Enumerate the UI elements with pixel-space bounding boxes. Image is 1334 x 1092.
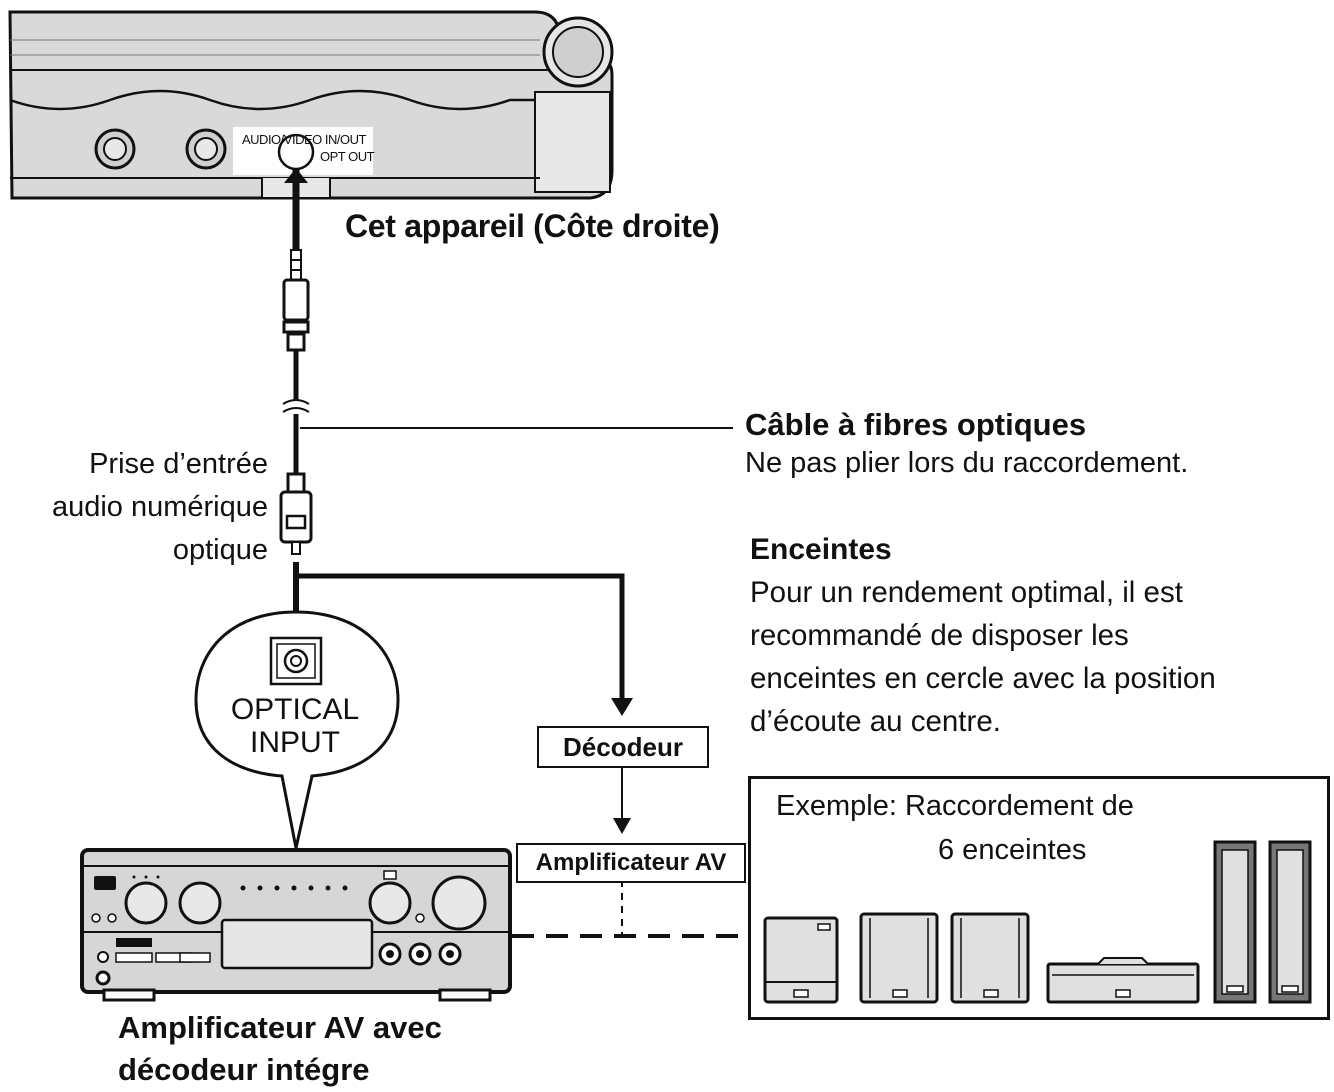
bubble-text-optical: OPTICAL [230,693,360,726]
decoder-box: Décodeur [537,726,709,768]
speakers-text-line-2: recommandé de disposer les [750,619,1129,652]
example-text-line-2: 6 enceintes [938,834,1087,866]
example-box [748,776,1330,1020]
amplifier-box-label: Amplificateur AV [535,849,727,876]
jack-label-line-1: Prise d’entrée [89,448,268,480]
amp-caption-line-2: décodeur intégre [118,1052,370,1087]
optical-cable [279,168,733,555]
amplifier-box: Amplificateur AV [516,843,746,883]
device-label: Cet appareil (Côte droite) [345,208,720,244]
jack-label-line-2: audio numérique [51,491,268,523]
bubble-text-input: INPUT [250,726,340,759]
amp-caption-line-1: Amplificateur AV avec [118,1010,442,1045]
port-label-av-in-out: AUDIO/VIDEO IN/OUT [242,132,366,147]
speakers-title: Enceintes [750,533,892,566]
speakers-text-line-4: d’écoute au centre. [750,705,1001,738]
speaker-set [763,840,1312,1004]
cable-note: Ne pas plier lors du raccordement. [745,447,1189,479]
optical-input-bubble [194,610,400,849]
speakers-text-line-1: Pour un rendement optimal, il est [750,576,1183,609]
port-label-opt-out: OPT OUT [320,149,375,164]
speakers-text-line-3: enceintes en cercle avec la position [750,662,1216,695]
portable-player [8,10,614,200]
av-receiver [80,848,512,1002]
example-text-line-1: Exemple: Raccordement de [776,790,1134,822]
jack-label-line-3: optique [172,534,268,566]
cable-title: Câble à fibres optiques [745,407,1087,442]
decoder-label: Décodeur [563,731,683,762]
